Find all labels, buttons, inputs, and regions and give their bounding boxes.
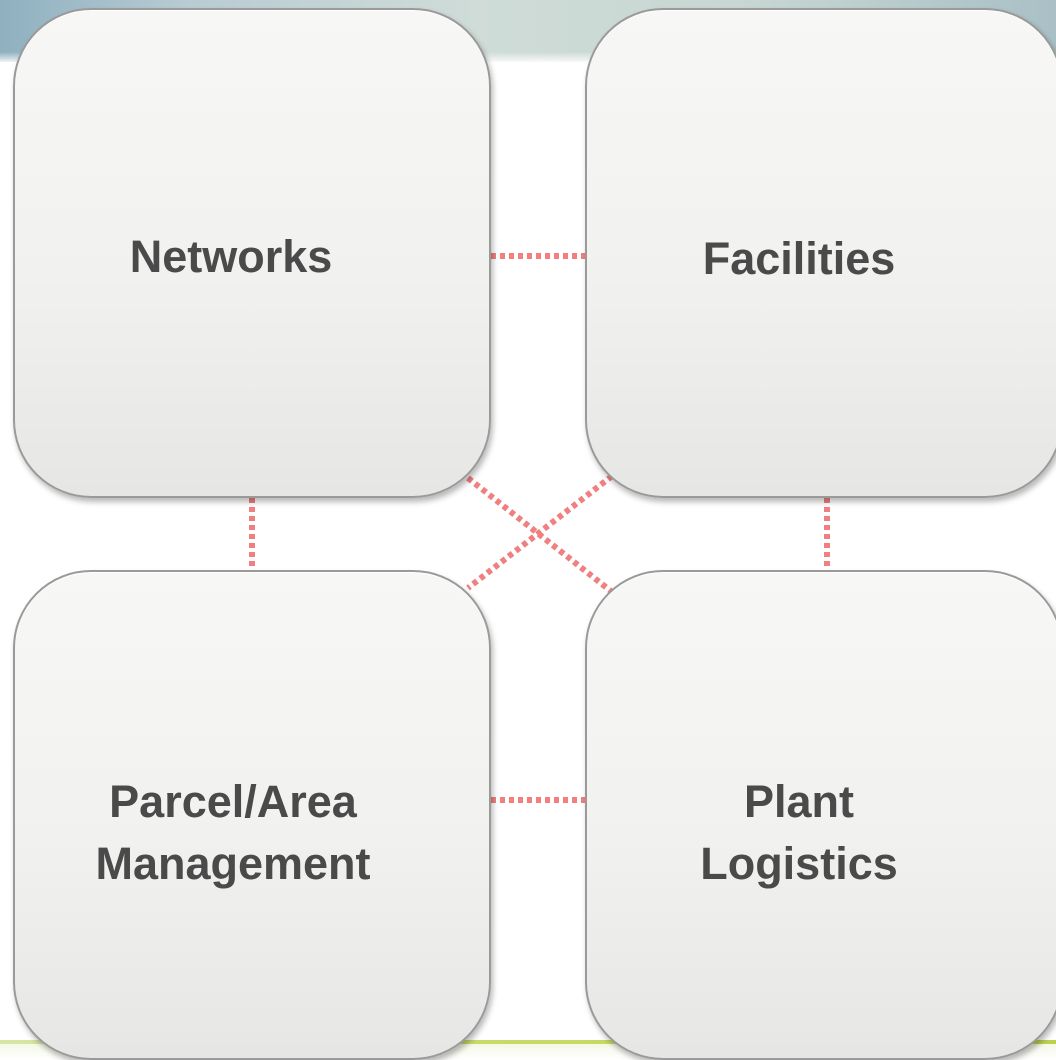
footer-rule [0,1040,1056,1044]
connector-facilities-parcel [466,473,614,591]
parcel-area-management-label: Parcel/Area Management [95,776,371,889]
facilities-box: Facilities [585,8,1056,498]
facilities-label: Facilities [702,233,896,284]
networks-label: Networks [129,231,333,282]
plant-logistics-label: Plant Logistics [700,776,898,889]
plant-logistics-box: Plant Logistics [585,570,1056,1060]
parcel-area-management-box: Parcel/Area Management [13,570,491,1060]
networks-box: Networks [13,8,491,498]
